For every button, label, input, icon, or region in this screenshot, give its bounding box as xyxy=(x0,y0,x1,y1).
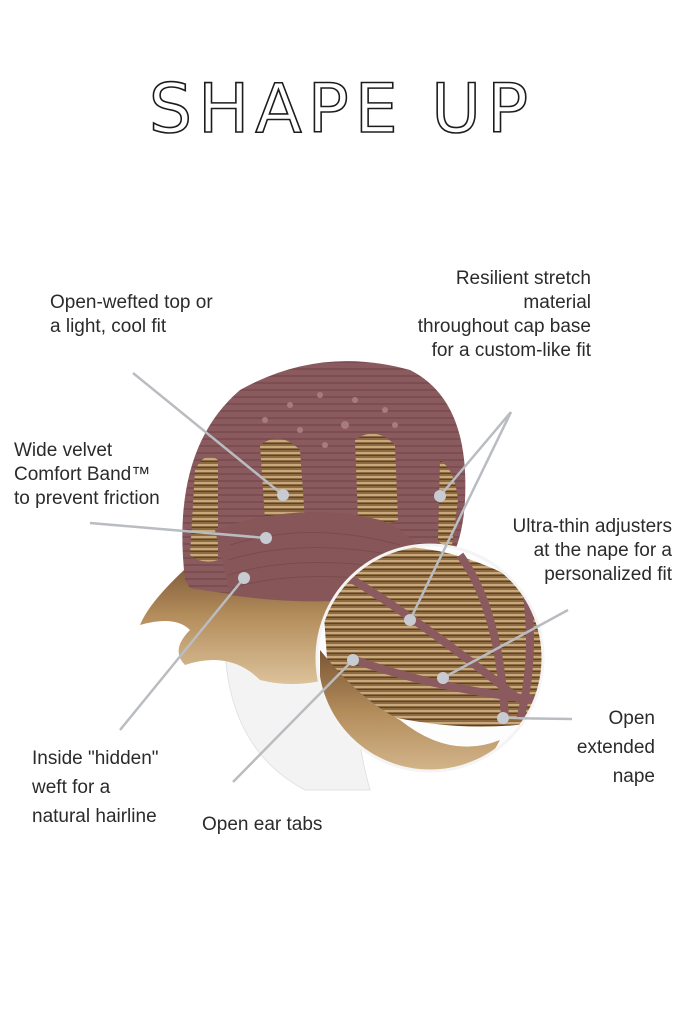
title-text: SHAPE UP xyxy=(148,69,535,150)
page-title: SHAPE UP xyxy=(0,69,683,150)
callout-resilient-stretch: Resilient stretch material throughout ca… xyxy=(417,268,591,361)
callout-open-extended-nape: Open extended nape xyxy=(576,708,655,787)
callout-hidden-weft: Inside "hidden" weft for a natural hairl… xyxy=(32,748,159,827)
callout-dots xyxy=(238,489,509,724)
callout-open-wefted-top: Open-wefted top or a light, cool fit xyxy=(50,292,213,337)
leader-lines xyxy=(89,372,573,783)
callout-velvet-comfort-band: Wide velvet Comfort Band™ to prevent fri… xyxy=(14,440,160,509)
wig-cap xyxy=(182,361,466,602)
nape-detail-zoom xyxy=(315,543,545,773)
callout-ultra-thin-adjusters: Ultra-thin adjusters at the nape for a p… xyxy=(512,516,672,585)
callout-open-ear-tabs: Open ear tabs xyxy=(202,814,323,835)
